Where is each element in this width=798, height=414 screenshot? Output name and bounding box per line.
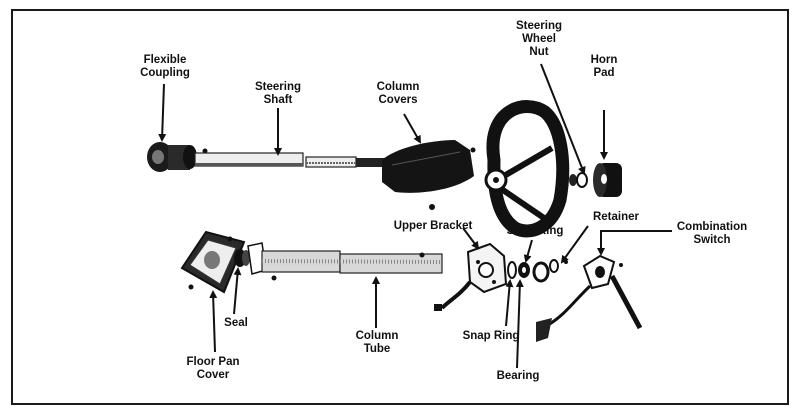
label-retainer: Retainer (592, 211, 640, 223)
diagram-border (11, 9, 789, 405)
label-column-covers: Column Covers (376, 81, 420, 106)
label-horn-pad: Horn Pad (590, 54, 618, 79)
label-bearing: Bearing (496, 370, 540, 382)
label-snap-ring-top: Snap Ring (506, 225, 564, 237)
label-seal: Seal (224, 317, 248, 329)
floor-pan-cover-part (180, 230, 246, 294)
label-flexible-coupling: Flexible Coupling (140, 54, 190, 79)
column-tube-part (247, 242, 443, 281)
horn-pad-part (593, 163, 622, 197)
label-floor-pan-cover: Floor Pan Cover (186, 356, 240, 381)
label-combination-switch: Combination Switch (676, 221, 748, 246)
label-steering-wheel-nut: Steering Wheel Nut (515, 20, 562, 58)
label-steering-shaft: Steering Shaft (254, 81, 301, 106)
steering-shaft-part (194, 152, 390, 168)
label-upper-bracket: Upper Bracket (393, 220, 473, 232)
column-covers-part (382, 140, 476, 210)
steering-wheel-part (484, 100, 570, 238)
label-snap-ring-bottom: Snap Ring (462, 330, 520, 342)
combination-switch-part (536, 254, 643, 342)
upper-bracket-part (434, 242, 508, 311)
steering-wheel-nut-part (569, 172, 588, 188)
ring-parts (507, 259, 568, 283)
seal-part (234, 249, 250, 267)
leader-lines (158, 63, 672, 369)
flexible-coupling-part (147, 142, 208, 172)
label-column-tube: Column Tube (355, 330, 399, 355)
